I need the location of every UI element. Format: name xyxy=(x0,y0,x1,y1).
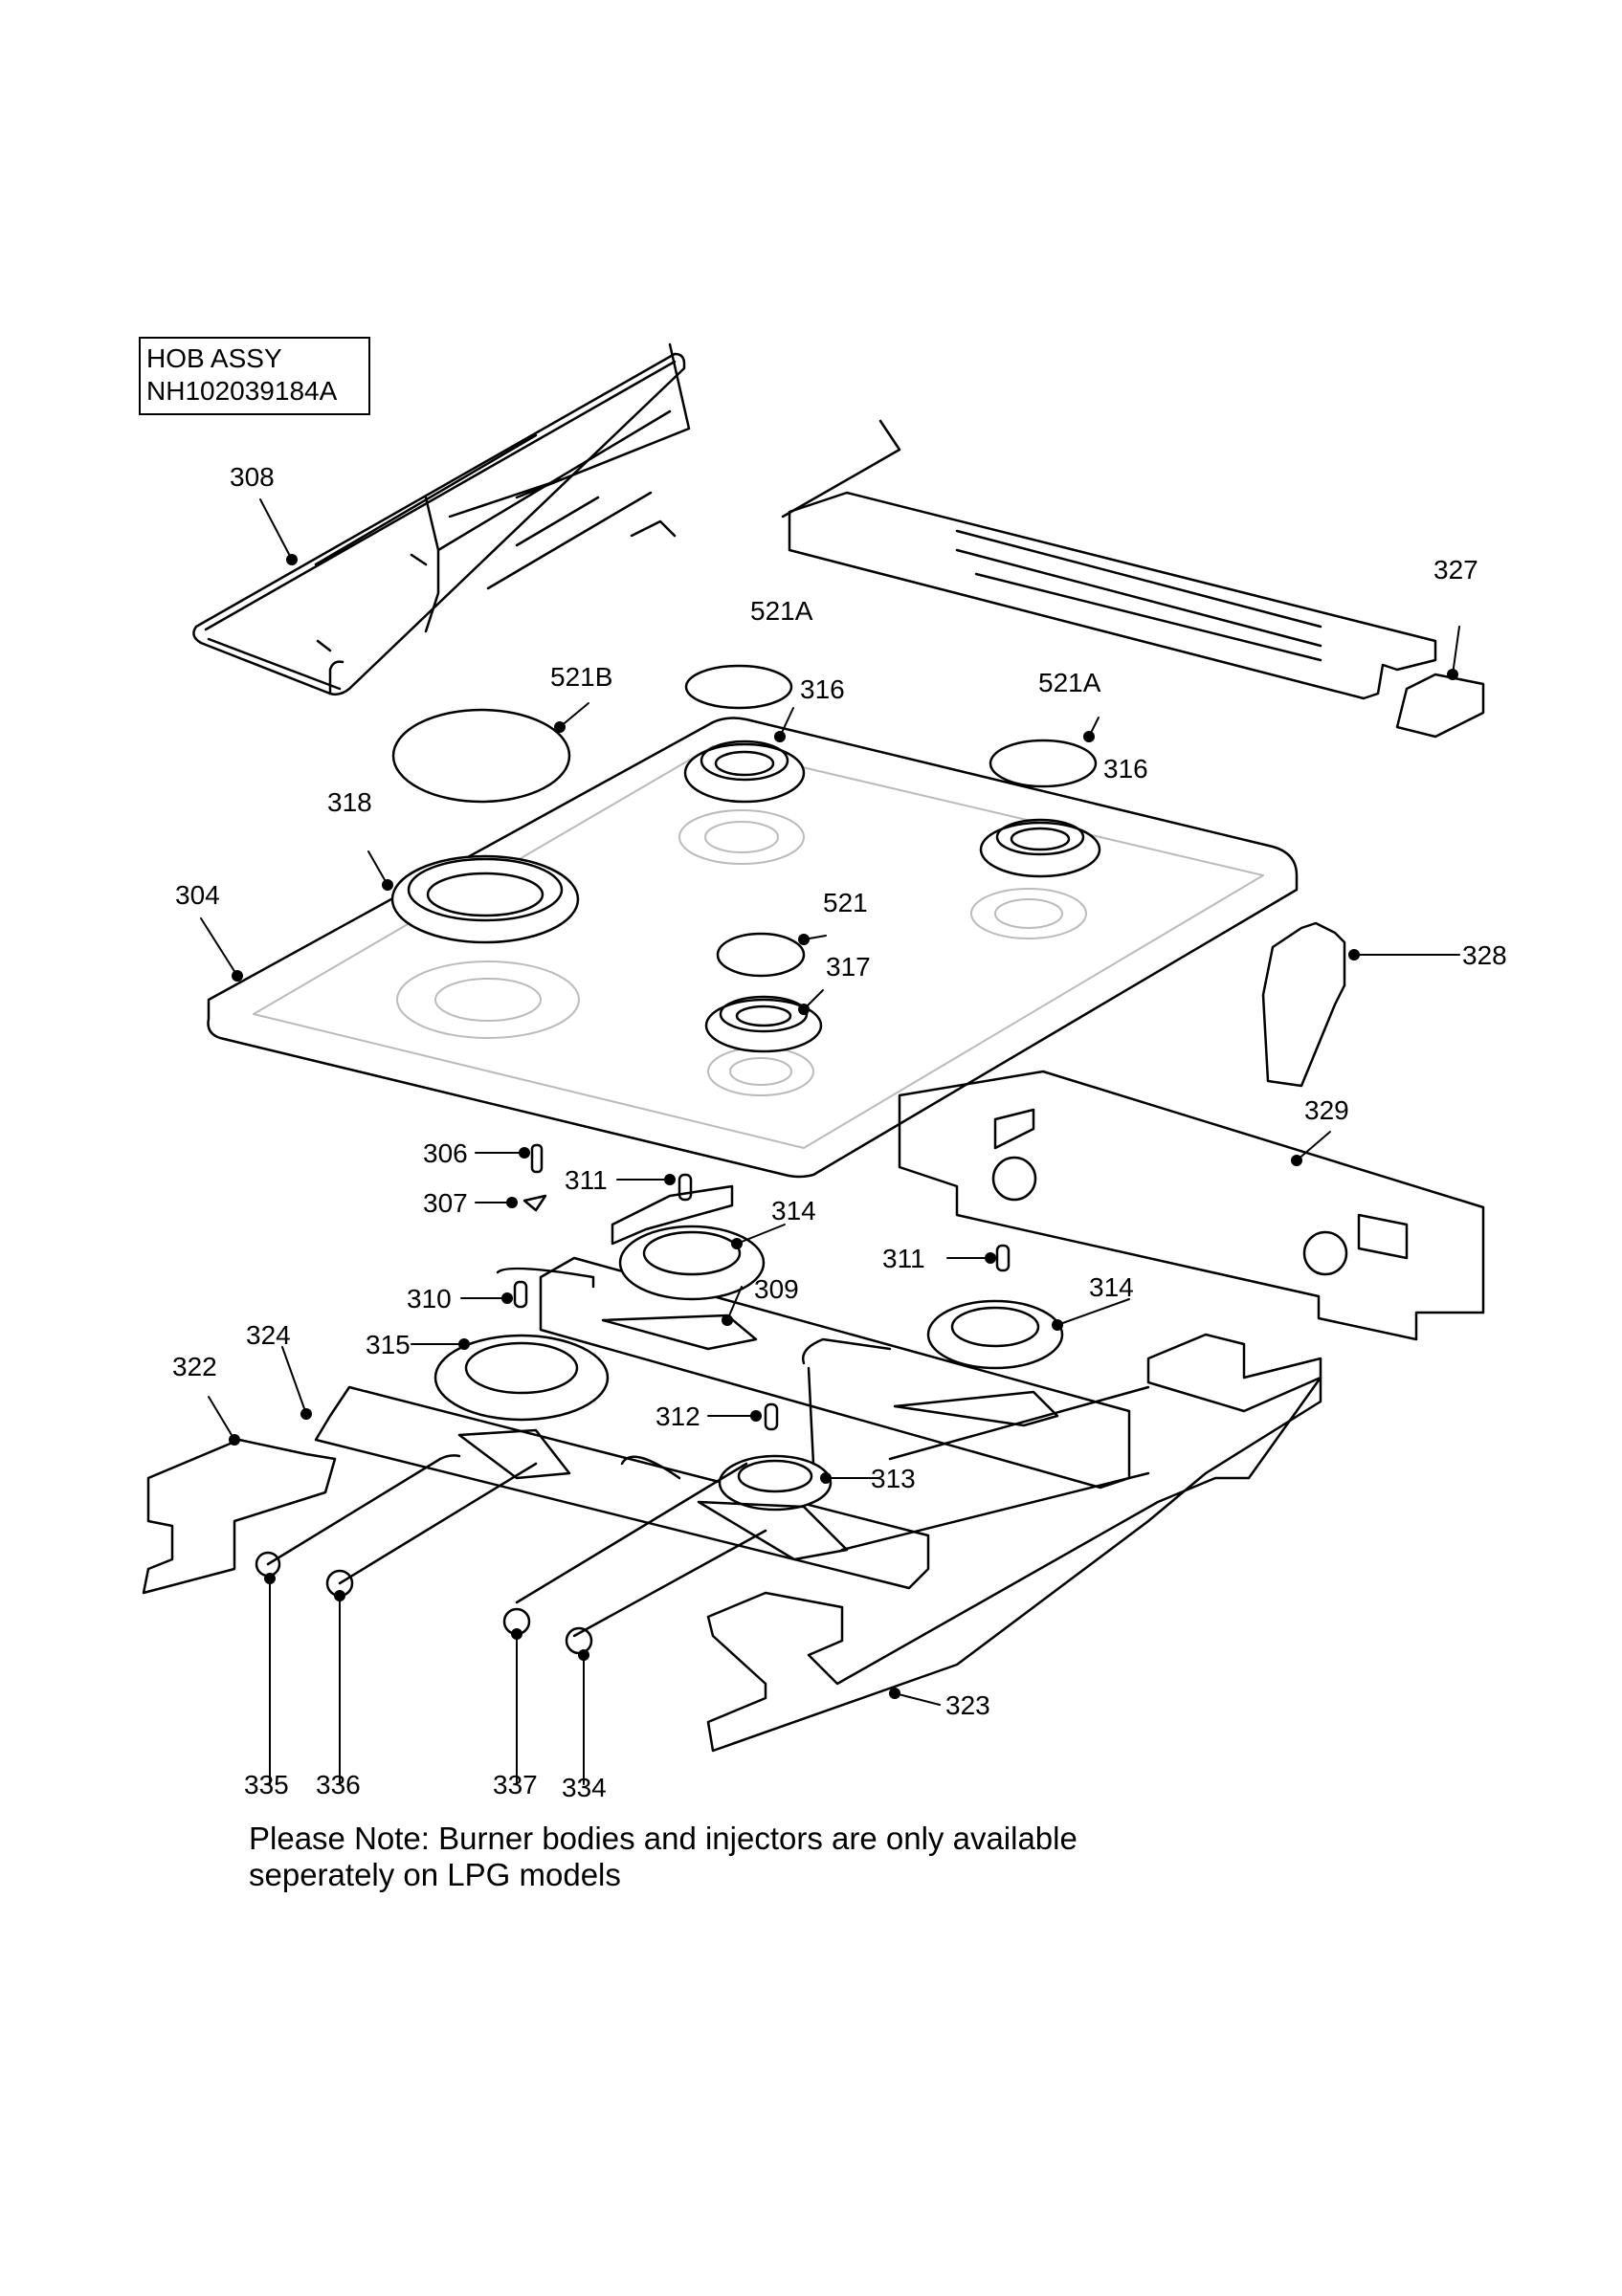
callout-318: 318 xyxy=(327,787,372,817)
hob-top-panel xyxy=(207,717,1299,1179)
callout-304: 304 xyxy=(175,880,220,910)
gas-pipes xyxy=(266,1267,892,1638)
callout-322: 322 xyxy=(172,1352,217,1381)
callout-316-1: 316 xyxy=(800,674,845,704)
callout-521B: 521B xyxy=(550,662,612,692)
cap-521A-1 xyxy=(684,664,793,710)
burner-body-315 xyxy=(433,1334,610,1480)
left-bracket xyxy=(142,1438,337,1595)
callout-314-1: 314 xyxy=(771,1196,816,1225)
callout-335: 335 xyxy=(244,1770,289,1799)
callout-336: 336 xyxy=(316,1770,361,1799)
callout-328: 328 xyxy=(1462,940,1507,970)
cap-521B xyxy=(391,708,571,804)
burner-body-314-1 xyxy=(601,1225,766,1351)
callout-521A-2: 521A xyxy=(1038,668,1101,697)
callout-323: 323 xyxy=(945,1690,990,1720)
burner-316-1 xyxy=(683,740,806,804)
callout-329: 329 xyxy=(1304,1095,1349,1125)
callout-311-1: 311 xyxy=(565,1165,608,1195)
callout-313: 313 xyxy=(871,1464,916,1493)
callout-307: 307 xyxy=(423,1188,468,1218)
title-line-1: HOB ASSY xyxy=(146,343,282,373)
callout-317: 317 xyxy=(826,952,871,982)
cap-521A-2 xyxy=(989,739,1098,788)
callout-334: 334 xyxy=(562,1773,607,1802)
note-line-1: Please Note: Burner bodies and injectors… xyxy=(249,1821,1078,1856)
callout-521: 521 xyxy=(823,888,868,917)
callout-308: 308 xyxy=(230,462,275,492)
leader-dots xyxy=(229,554,1458,1699)
callout-337: 337 xyxy=(493,1770,538,1799)
callout-306: 306 xyxy=(423,1138,468,1168)
burner-body-314-2 xyxy=(893,1299,1064,1427)
callout-311-2: 311 xyxy=(882,1244,925,1273)
front-control-panel xyxy=(898,1070,1485,1341)
callout-521A-1: 521A xyxy=(750,596,813,626)
callout-labels: 308 327 521A 521B 316 521A 316 318 304 5… xyxy=(172,462,1507,1802)
injectors-and-electrodes xyxy=(513,1143,1011,1431)
title-line-2: NH102039184A xyxy=(146,376,338,406)
leader-lines xyxy=(200,498,1460,1785)
back-trim xyxy=(788,491,1485,739)
cap-521 xyxy=(716,932,806,978)
callout-310: 310 xyxy=(407,1284,452,1314)
base-chassis xyxy=(706,1333,1322,1753)
burner-318 xyxy=(390,854,580,944)
availability-note: Please Note: Burner bodies and injectors… xyxy=(249,1821,1110,1893)
callout-314-2: 314 xyxy=(1089,1272,1134,1302)
burner-316-2 xyxy=(979,818,1101,878)
burner-body-313 xyxy=(697,1454,849,1561)
callout-324: 324 xyxy=(246,1320,291,1350)
side-bracket xyxy=(1261,921,1346,1088)
callout-312: 312 xyxy=(655,1402,700,1431)
title-box: HOB ASSY NH102039184A xyxy=(139,337,370,415)
callout-309: 309 xyxy=(754,1274,799,1304)
callout-315: 315 xyxy=(366,1330,411,1359)
callout-327: 327 xyxy=(1433,555,1478,585)
callout-316-2: 316 xyxy=(1103,754,1148,784)
burner-317 xyxy=(704,995,823,1053)
note-line-2: seperately on LPG models xyxy=(249,1857,621,1892)
pan-support-grid xyxy=(192,342,901,696)
